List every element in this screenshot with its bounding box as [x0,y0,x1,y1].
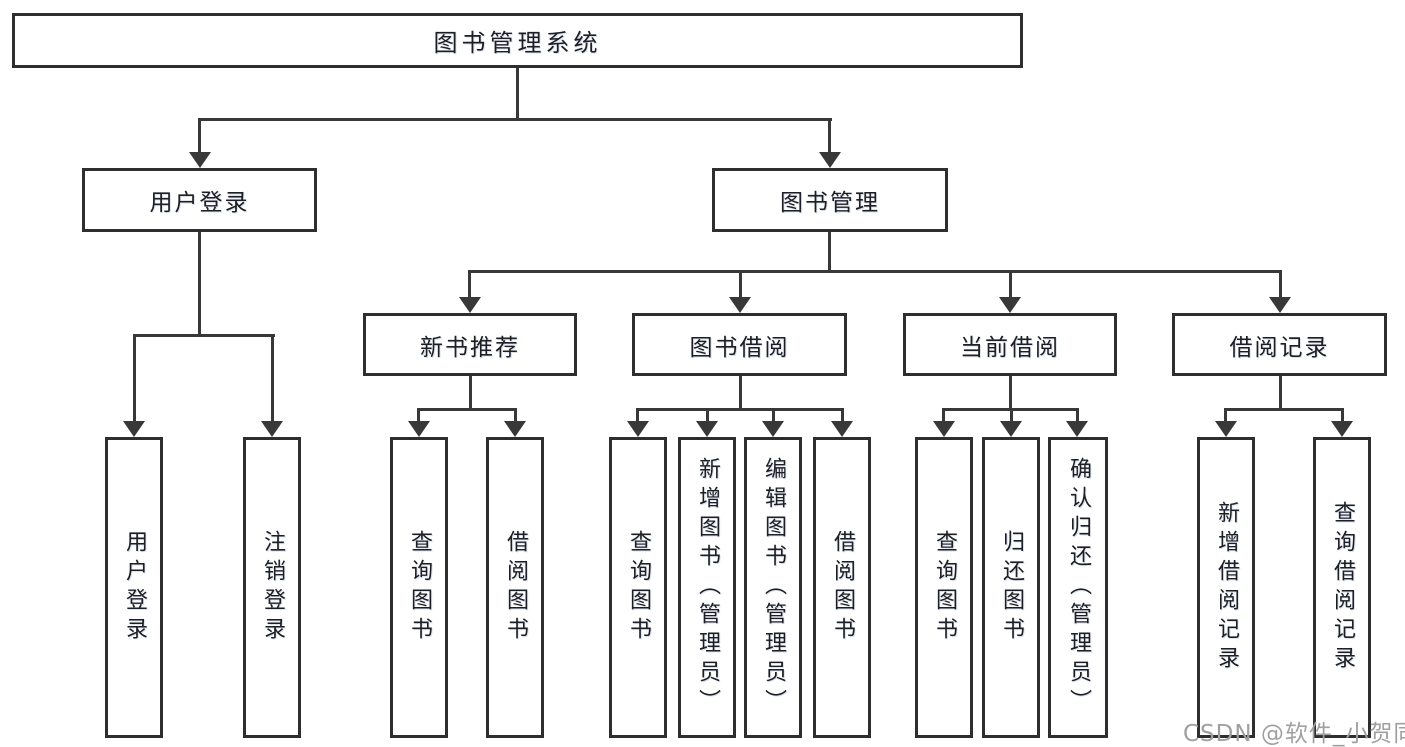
node-label: 注销登录 [260,529,285,646]
arrowhead-icon [261,421,283,437]
arrowhead-icon [1066,421,1088,437]
node-borrowing-records: 借阅记录 [1172,313,1387,376]
arrowhead-icon [999,297,1021,313]
node-label: 图书管理 [780,190,880,216]
leaf-borrow-books: 借阅图书 [486,437,544,738]
leaf-add-borrow-record: 新增借阅记录 [1197,437,1255,738]
node-label: 借阅记录 [1229,334,1330,361]
connector-line [841,408,844,423]
connector-line [739,376,742,410]
arrowhead-icon [933,421,955,437]
arrowhead-icon [627,421,649,437]
leaf-query-books: 查询图书 [609,437,667,738]
node-label: 新书推荐 [420,334,520,361]
leaf-user-login: 用户登录 [105,437,163,738]
connector-line [133,334,275,337]
arrowhead-icon [504,421,526,437]
node-book-management: 图书管理 [712,168,948,232]
connector-line [1010,408,1013,423]
leaf-add-book-admin: 新增图书（管理员） [678,437,736,738]
node-label: 查询图书 [932,529,957,646]
arrowhead-icon [459,297,481,313]
arrowhead-icon [762,421,784,437]
connector-line [514,408,517,423]
node-label: 用户登录 [149,190,250,216]
connector-line [1076,408,1079,423]
connector-line [198,118,201,154]
leaf-borrow-books: 借阅图书 [813,437,871,738]
leaf-query-borrow-record: 查询借阅记录 [1313,437,1371,738]
leaf-return-books: 归还图书 [982,437,1040,738]
arrowhead-icon [1269,297,1291,313]
node-label: 当前借阅 [960,334,1060,361]
node-label: 新增图书（管理员） [695,457,720,718]
connector-line [417,408,420,423]
node-library-management-system: 图书管理系统 [12,13,1023,68]
connector-line [271,334,274,423]
node-label: 借阅图书 [503,529,528,646]
node-label: 编辑图书（管理员） [761,457,786,718]
watermark: CSDN @软件_小贺同学 [1183,721,1405,747]
connector-line [516,68,519,118]
arrowhead-icon [831,421,853,437]
node-current-borrowing: 当前借阅 [903,313,1117,376]
connector-line [828,232,831,272]
connector-line [133,334,136,423]
arrowhead-icon [1000,421,1022,437]
connector-line [468,270,1282,273]
node-label: 确认归还（管理员） [1066,457,1091,718]
connector-line [1224,408,1344,411]
node-book-borrowing: 图书借阅 [632,313,847,376]
arrowhead-icon [189,152,211,168]
connector-line [772,408,775,423]
connector-line [706,408,709,423]
node-label: 用户登录 [122,529,147,646]
arrowhead-icon [729,297,751,313]
connector-line [1009,376,1012,410]
connector-line [942,408,945,423]
node-label: 查询借阅记录 [1330,500,1355,675]
connector-line [1009,270,1012,299]
arrowhead-icon [123,421,145,437]
connector-line [1224,408,1227,423]
arrowhead-icon [408,421,430,437]
node-label: 借阅图书 [830,529,855,646]
leaf-logout: 注销登录 [243,437,301,738]
arrowhead-icon [1331,421,1353,437]
connector-line [198,232,201,336]
connector-line [636,408,639,423]
leaf-query-books: 查询图书 [390,437,448,738]
connector-line [417,408,517,411]
connector-line [198,118,832,121]
leaf-query-books: 查询图书 [915,437,973,738]
connector-line [739,270,742,299]
node-label: 查询图书 [407,529,432,646]
arrowhead-icon [819,152,841,168]
connector-line [828,118,831,154]
leaf-confirm-return-admin: 确认归还（管理员） [1048,437,1108,738]
leaf-edit-book-admin: 编辑图书（管理员） [744,437,802,738]
connector-line [636,408,844,411]
connector-line [469,376,472,410]
connector-line [1279,270,1282,299]
node-new-book-recommend: 新书推荐 [363,313,577,376]
connector-line [468,270,471,299]
node-label: 图书管理系统 [433,29,602,57]
node-user-login: 用户登录 [82,168,317,232]
connector-line [1279,376,1282,410]
node-label: 归还图书 [999,529,1024,646]
node-label: 新增借阅记录 [1214,500,1239,675]
node-label: 图书借阅 [689,334,790,361]
connector-line [1341,408,1344,423]
arrowhead-icon [696,421,718,437]
node-label: 查询图书 [626,529,651,646]
arrowhead-icon [1215,421,1237,437]
